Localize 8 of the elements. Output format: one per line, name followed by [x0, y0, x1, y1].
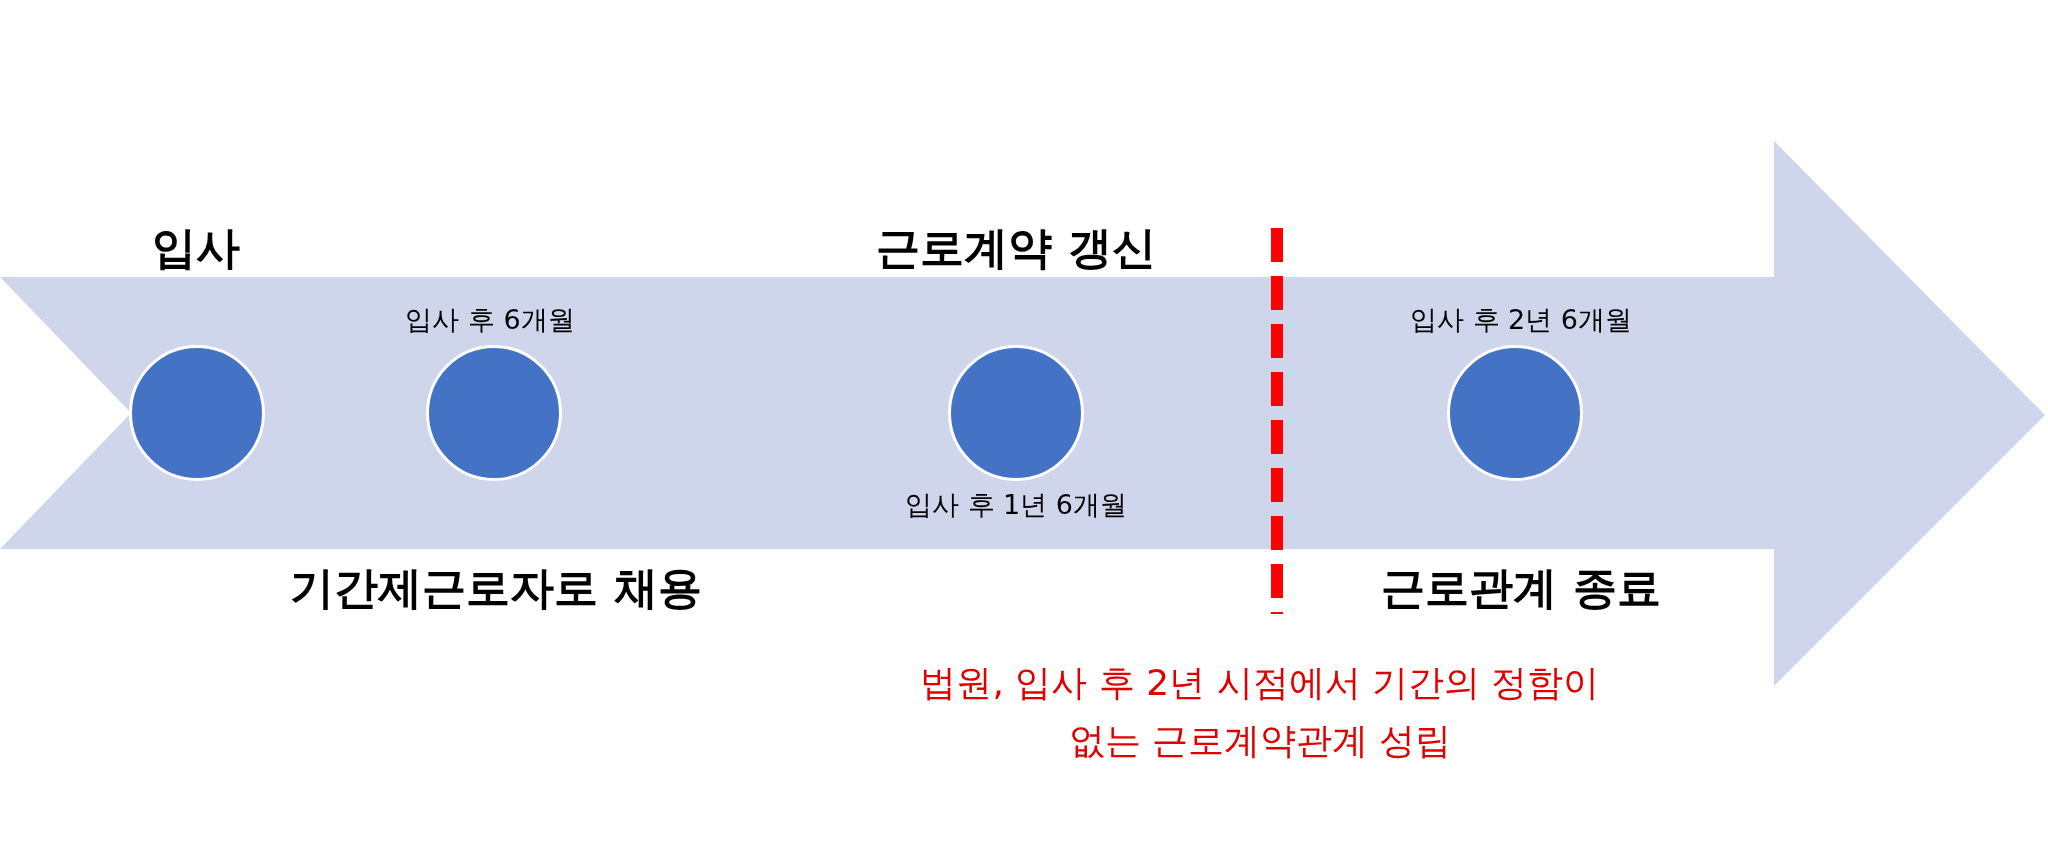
milestone-time: 입사 후 6개월: [405, 303, 575, 337]
milestone-title: 입사: [152, 220, 240, 275]
milestone-time: 입사 후 2년 6개월: [1409, 303, 1633, 337]
milestone-time: 입사 후 1년 6개월: [904, 488, 1128, 522]
milestone-title: 근로계약 갱신: [876, 220, 1156, 275]
court-ruling-note: 법원, 입사 후 2년 시점에서 기간의 정함이 없는 근로계약관계 성립: [919, 661, 1601, 763]
phase-label: 기간제근로자로 채용: [290, 560, 702, 615]
phase-label: 근로관계 종료: [1381, 560, 1661, 615]
